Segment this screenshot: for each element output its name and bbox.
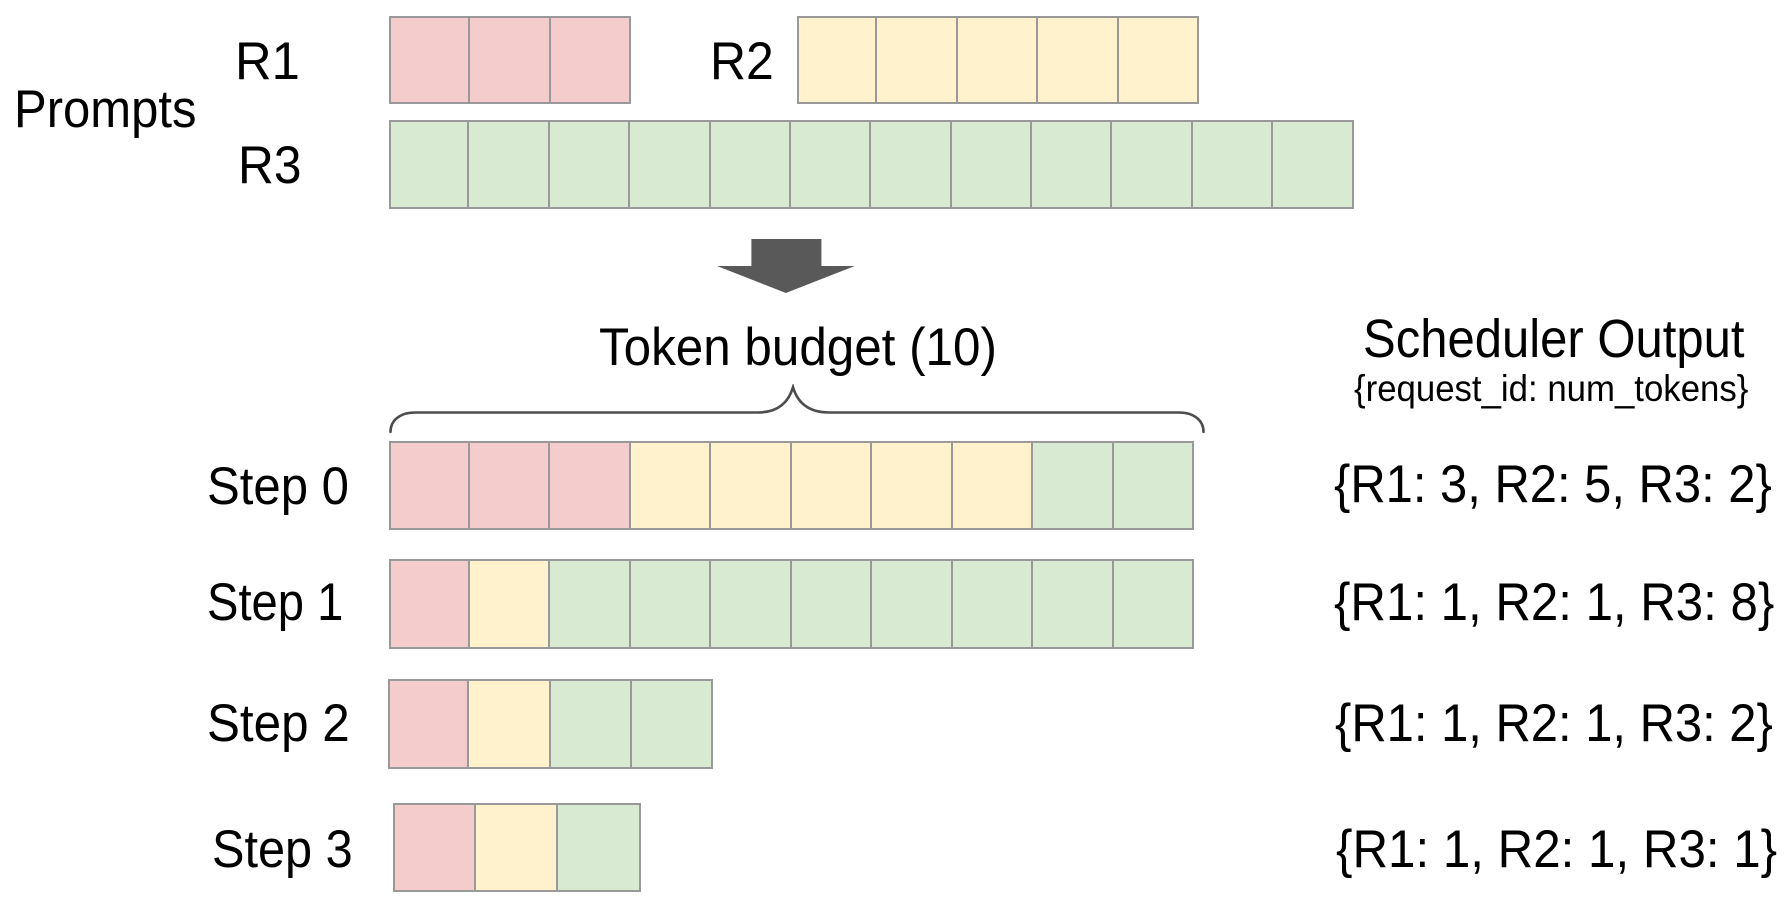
token-cell-r3 xyxy=(550,559,631,649)
token-cell-r2 xyxy=(952,441,1033,530)
token-cell-r1 xyxy=(469,441,550,530)
down-arrow-icon xyxy=(717,239,856,293)
token-cell-r1 xyxy=(389,441,470,530)
prompt-tokens-row-r3 xyxy=(389,120,1354,209)
token-cell-r3 xyxy=(389,120,470,209)
token-cell-r2 xyxy=(475,803,559,892)
token-budget-label: Token budget (10) xyxy=(599,318,997,378)
token-cell-r3 xyxy=(951,120,1032,209)
token-cell-r1 xyxy=(388,679,470,769)
scheduler-output-subtitle: {request_id: num_tokens} xyxy=(1354,367,1749,409)
token-cell-r3 xyxy=(952,559,1033,649)
token-cell-r3 xyxy=(710,120,791,209)
token-cell-r2 xyxy=(1118,16,1199,104)
scheduler-output-line-0: {R1: 3, R2: 5, R3: 2} xyxy=(1334,455,1772,514)
token-cell-r3 xyxy=(1113,559,1194,649)
token-cell-r2 xyxy=(877,16,958,104)
token-cell-r2 xyxy=(711,441,792,530)
token-cell-r2 xyxy=(630,441,711,530)
prompt-tokens-row-r2 xyxy=(797,16,1199,104)
token-cell-r3 xyxy=(1033,559,1114,649)
token-cell-r2 xyxy=(791,441,872,530)
step-label-3: Step 3 xyxy=(211,820,353,879)
token-cell-r1 xyxy=(389,16,470,104)
token-cell-r1 xyxy=(393,803,476,892)
token-cell-r3 xyxy=(558,803,641,892)
token-cell-r3 xyxy=(790,120,872,209)
scheduler-output-line-1: {R1: 1, R2: 1, R3: 8} xyxy=(1334,573,1775,632)
step-label-0: Step 0 xyxy=(207,456,350,516)
token-cell-r1 xyxy=(550,16,632,104)
step-tokens-row-2 xyxy=(388,679,714,769)
request-r3-label: R3 xyxy=(237,135,301,195)
token-cell-r3 xyxy=(872,559,953,649)
token-cell-r3 xyxy=(1033,441,1114,530)
token-cell-r1 xyxy=(389,559,470,649)
scheduler-output-title: Scheduler Output xyxy=(1362,309,1745,370)
step-tokens-row-1 xyxy=(389,559,1194,649)
step-label-1: Step 1 xyxy=(207,573,344,632)
token-cell-r3 xyxy=(791,559,872,649)
token-cell-r3 xyxy=(1112,120,1193,209)
token-cell-r3 xyxy=(631,679,714,769)
step-tokens-row-3 xyxy=(393,803,641,892)
token-cell-r2 xyxy=(957,16,1039,104)
token-cell-r2 xyxy=(797,16,878,104)
token-cell-r2 xyxy=(1038,16,1119,104)
token-cell-r3 xyxy=(871,120,952,209)
token-budget-brace xyxy=(389,384,1205,434)
request-r1-label: R1 xyxy=(235,32,300,91)
scheduler-output-line-2: {R1: 1, R2: 1, R3: 2} xyxy=(1335,694,1773,754)
token-cell-r3 xyxy=(1273,120,1354,209)
token-cell-r1 xyxy=(550,441,631,530)
token-cell-r3 xyxy=(711,559,792,649)
token-cell-r3 xyxy=(1113,441,1194,530)
token-cell-r1 xyxy=(469,16,551,104)
prompt-tokens-row-r1 xyxy=(389,16,632,104)
request-r2-label: R2 xyxy=(710,32,774,91)
step-label-2: Step 2 xyxy=(207,694,350,753)
scheduler-output-line-3: {R1: 1, R2: 1, R3: 1} xyxy=(1335,819,1777,879)
token-cell-r3 xyxy=(630,559,711,649)
token-cell-r2 xyxy=(469,679,551,769)
token-cell-r3 xyxy=(549,120,631,209)
step-tokens-row-0 xyxy=(389,441,1194,530)
token-cell-r3 xyxy=(1032,120,1113,209)
token-cell-r3 xyxy=(469,120,550,209)
token-cell-r2 xyxy=(872,441,953,530)
token-cell-r3 xyxy=(1192,120,1274,209)
token-cell-r2 xyxy=(469,559,550,649)
token-cell-r3 xyxy=(630,120,711,209)
token-cell-r3 xyxy=(550,679,632,769)
prompts-label: Prompts xyxy=(14,79,197,139)
